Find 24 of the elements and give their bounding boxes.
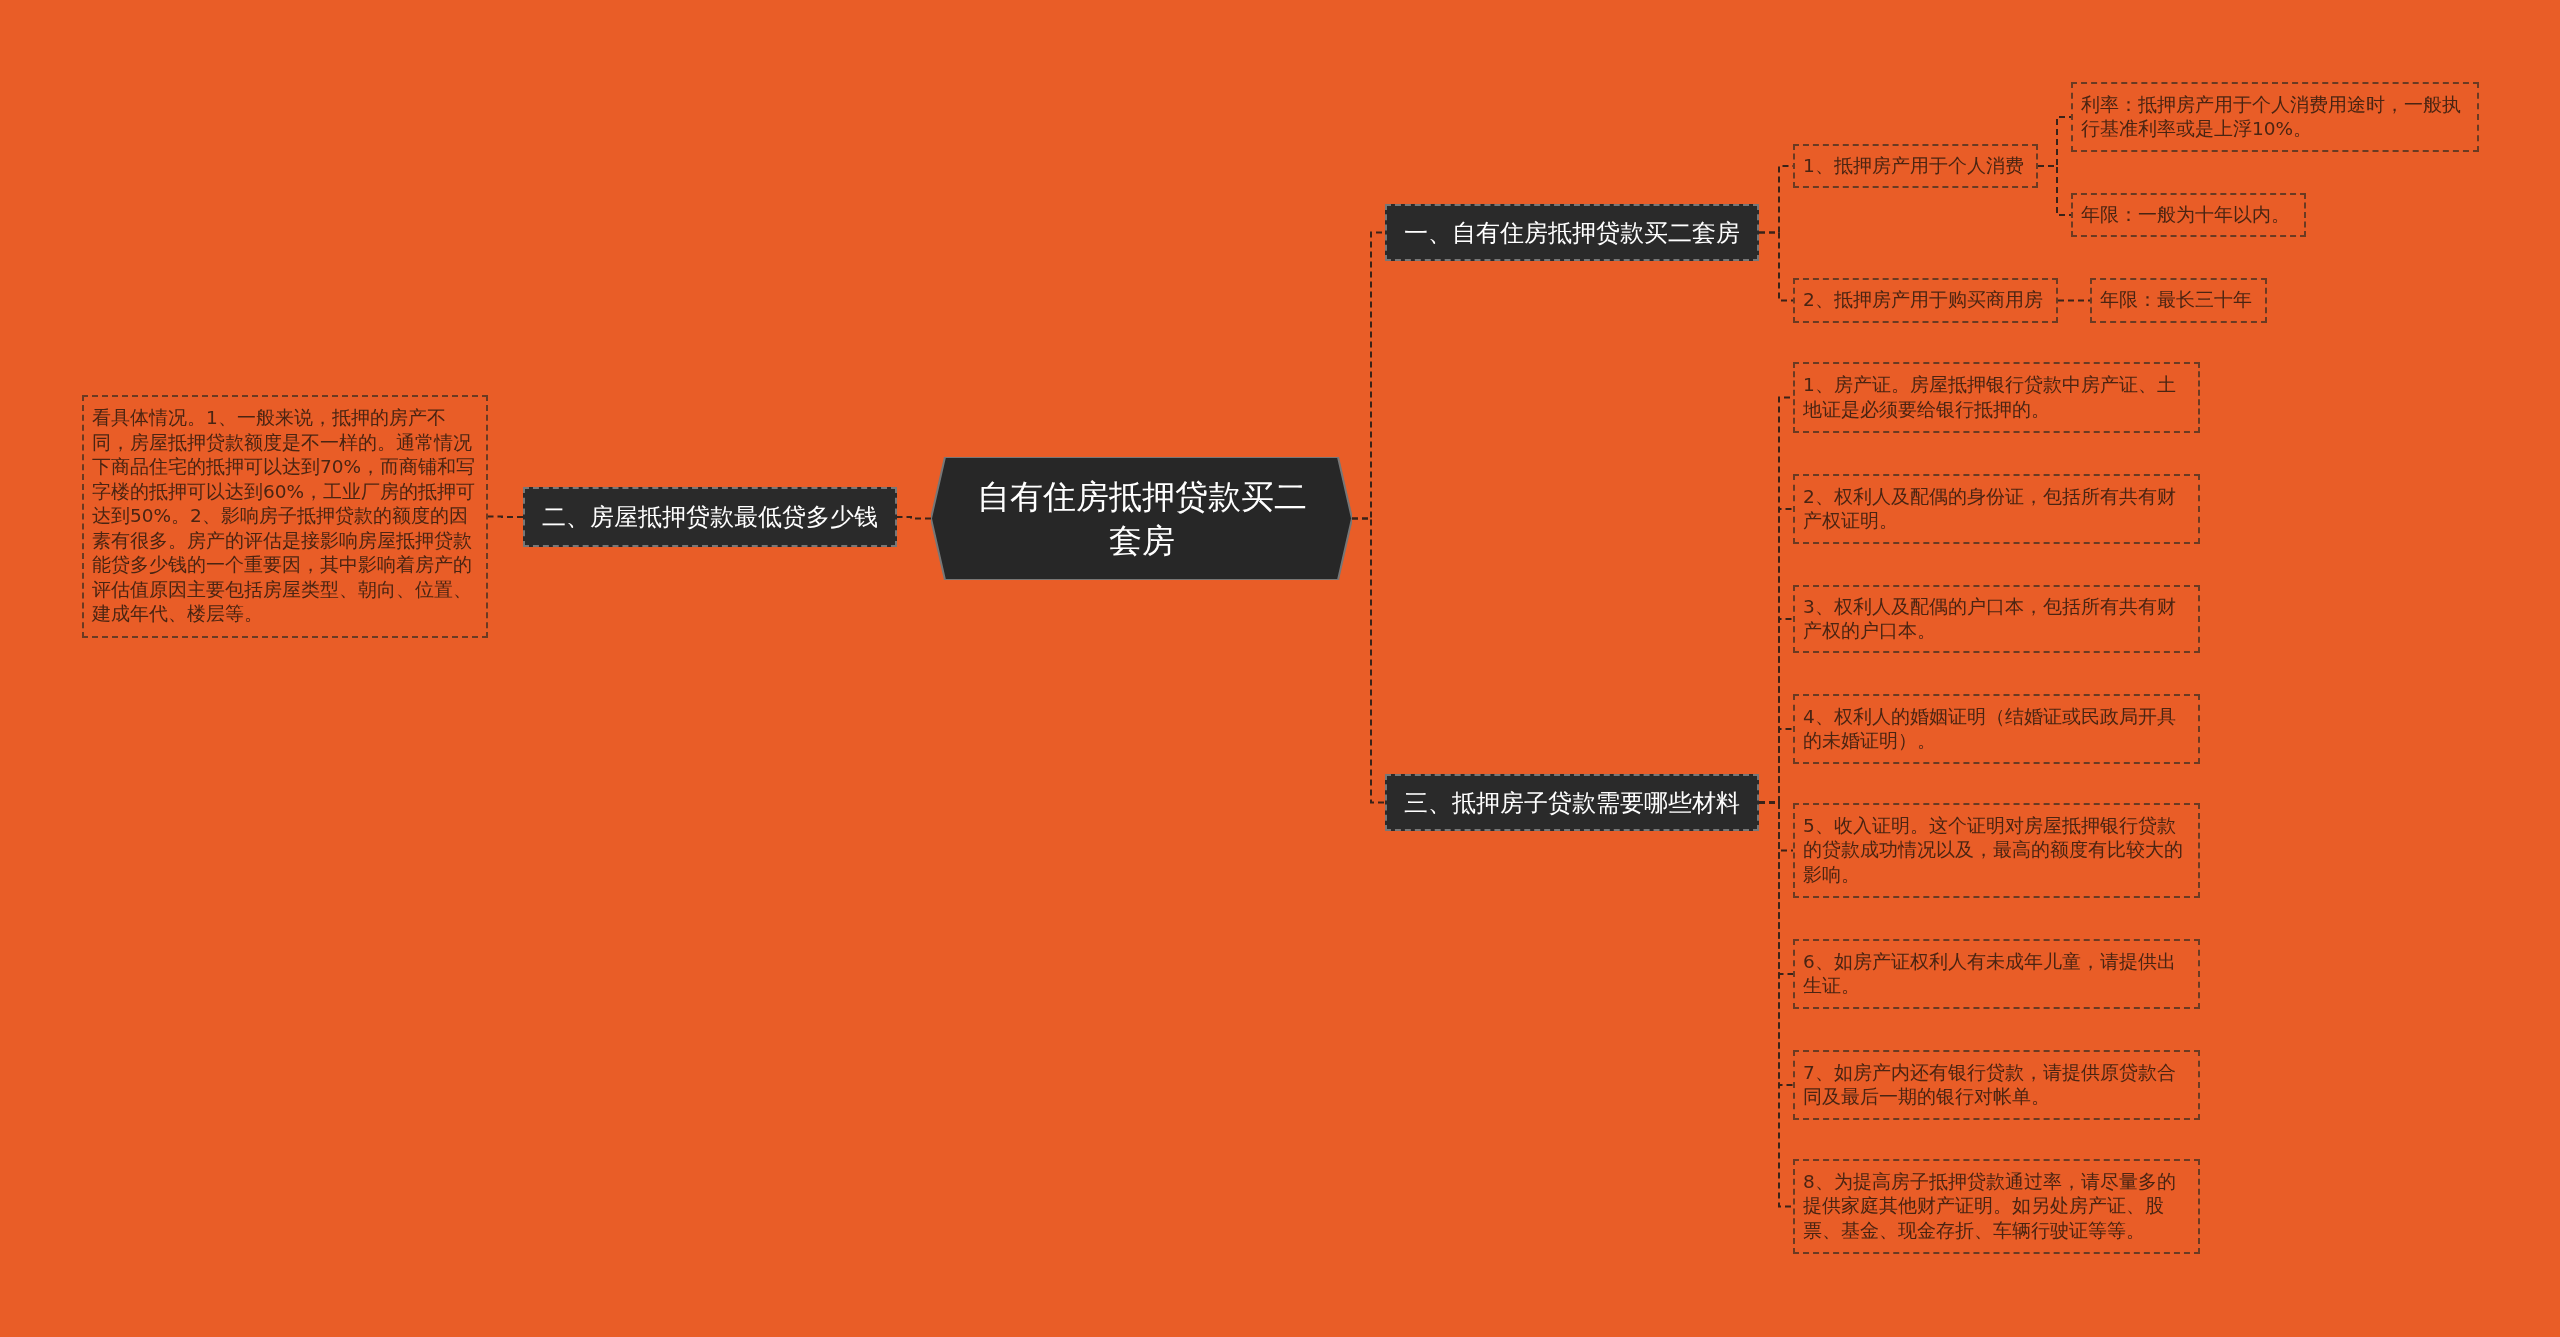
text-box: 1、房产证。房屋抵押银行贷款中房产证、土地证是必须要给银行抵押的。 bbox=[1793, 362, 2200, 433]
connector-line bbox=[487, 515, 524, 518]
text-box: 2、权利人及配偶的身份证，包括所有共有财产权证明。 bbox=[1793, 474, 2200, 544]
text-box: 年限：最长三十年 bbox=[2090, 278, 2267, 323]
text-box: 7、如房产内还有银行贷款，请提供原贷款合同及最后一期的银行对帐单。 bbox=[1793, 1050, 2200, 1120]
text-box: 4、权利人的婚姻证明（结婚证或民政局开具的未婚证明）。 bbox=[1793, 694, 2200, 764]
text-box: 年限：一般为十年以内。 bbox=[2071, 193, 2306, 237]
central-topic-hexagon: 自有住房抵押贷款买二套房 bbox=[931, 457, 1352, 580]
connector-line bbox=[1351, 517, 1386, 804]
topic-box: 三、抵押房子贷款需要哪些材料 bbox=[1385, 774, 1759, 831]
topic-box: 二、房屋抵押贷款最低贷多少钱 bbox=[523, 487, 897, 547]
text-box: 8、为提高房子抵押贷款通过率，请尽量多的提供家庭其他财产证明。如另处房产证、股票、基金、现金存折、车辆行驶证等等。 bbox=[1793, 1159, 2200, 1254]
connector-line bbox=[896, 516, 932, 520]
connector-line bbox=[2057, 299, 2091, 302]
text-box: 5、收入证明。这个证明对房屋抵押银行贷款的贷款成功情况以及，最高的额度有比较大的影响。 bbox=[1793, 803, 2200, 898]
text-box: 看具体情况。1、一般来说，抵押的房产不同，房屋抵押贷款额度是不一样的。通常情况下商品住宅的抵押可以达到70%，而商铺和写字楼的抵押可以达到60%，工业厂房的抵押可达到50%。2、影响房子抵押贷款的额度的因素有很多。房产的评估是接影响房屋抵押贷款能贷多少钱的一个重要因，其中影响着房产的评估值原因主要包括房屋类型、朝向、位置、建成年代、楼层等。 bbox=[82, 395, 488, 638]
text-box: 3、权利人及配偶的户口本，包括所有共有财产权的户口本。 bbox=[1793, 585, 2200, 653]
topic-box: 一、自有住房抵押贷款买二套房 bbox=[1385, 204, 1759, 261]
text-box: 2、抵押房产用于购买商用房 bbox=[1793, 278, 2058, 323]
text-box: 利率：抵押房产用于个人消费用途时，一般执行基准利率或是上浮10%。 bbox=[2071, 82, 2479, 152]
connector-line bbox=[1758, 231, 1794, 302]
connector-line bbox=[2037, 165, 2072, 216]
text-box: 6、如房产证权利人有未成年儿童，请提供出生证。 bbox=[1793, 939, 2200, 1009]
text-box: 1、抵押房产用于个人消费 bbox=[1793, 144, 2038, 188]
